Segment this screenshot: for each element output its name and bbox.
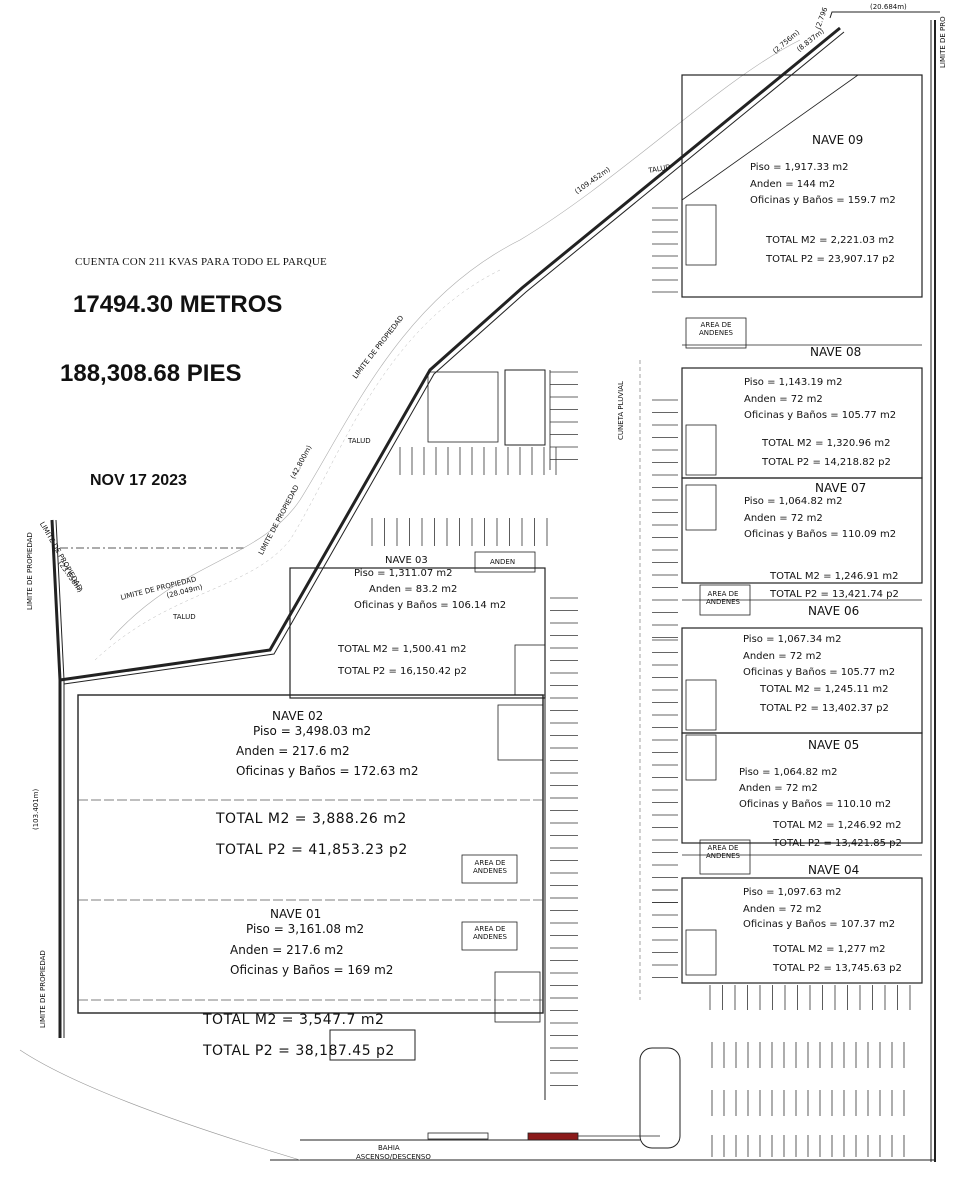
nave-total-m2: TOTAL M2 = 3,547.7 m2 [203, 1012, 385, 1028]
nave-oficinas: Oficinas y Baños = 169 m2 [230, 963, 394, 977]
cuneta-label: CUNETA PLUVIAL [617, 381, 625, 440]
nave-title: NAVE 05 [808, 738, 860, 752]
property-boundary-line [50, 519, 62, 1038]
label-line: AREA DE [707, 590, 739, 598]
nave-oficinas: Oficinas y Baños = 105.77 m2 [744, 410, 897, 421]
nave-total-m2: TOTAL M2 = 1,320.96 m2 [762, 438, 891, 449]
nave-total-m2: TOTAL M2 = 3,888.26 m2 [216, 811, 407, 827]
kva-note: CUENTA CON 211 KVAS PARA TODO EL PARQUE [75, 256, 327, 268]
nave-total-p2: TOTAL P2 = 41,853.23 p2 [216, 842, 408, 858]
nave-total-p2: TOTAL P2 = 38,187.45 p2 [203, 1043, 395, 1059]
nave-total-p2: TOTAL P2 = 23,907.17 p2 [766, 254, 895, 265]
label-line: AREA DE [474, 859, 506, 867]
nave-anden: Anden = 72 m2 [743, 904, 822, 915]
nave-anden: Anden = 217.6 m2 [230, 943, 344, 957]
nave-oficinas: Oficinas y Baños = 107.37 m2 [743, 919, 896, 930]
nave-total-p2: TOTAL P2 = 16,150.42 p2 [338, 666, 467, 677]
label-line: ANDENES [706, 851, 740, 860]
nave-total-p2: TOTAL P2 = 13,421.74 p2 [770, 589, 899, 600]
anden-label: ANDEN [490, 558, 516, 566]
nave-total-p2: TOTAL P2 = 13,402.37 p2 [760, 703, 889, 714]
area-feet-title: 188,308.68 PIES [60, 360, 242, 387]
nave-anden: Anden = 144 m2 [750, 179, 836, 190]
label-line: ANDENES [473, 866, 507, 875]
nave-piso: Piso = 3,161.08 m2 [246, 922, 365, 936]
nave-piso: Piso = 1,917.33 m2 [750, 162, 849, 173]
nave-title: NAVE 06 [808, 604, 860, 618]
nave-total-p2: TOTAL P2 = 14,218.82 p2 [762, 457, 891, 468]
nave-total-p2: TOTAL P2 = 13,421.85 p2 [773, 838, 902, 849]
nave-title: NAVE 03 [385, 555, 428, 566]
label-line: AREA DE [707, 844, 739, 852]
nave-title: NAVE 04 [808, 863, 860, 877]
nave-anden: Anden = 72 m2 [744, 394, 823, 405]
nave-piso: Piso = 1,064.82 m2 [744, 496, 843, 507]
nave-piso: Piso = 1,311.07 m2 [354, 568, 453, 579]
nave-oficinas: Oficinas y Baños = 105.77 m2 [743, 667, 896, 678]
nave-total-m2: TOTAL M2 = 2,221.03 m2 [766, 235, 895, 246]
nave-total-m2: TOTAL M2 = 1,277 m2 [773, 944, 886, 955]
nave-anden: Anden = 72 m2 [744, 513, 823, 524]
label-line: ANDENES [699, 328, 733, 337]
dimension-label: (20.684m) [870, 3, 907, 11]
nave-title: NAVE 01 [270, 907, 322, 921]
nave-total-m2: TOTAL M2 = 1,245.11 m2 [760, 684, 889, 695]
nave-anden: Anden = 217.6 m2 [236, 744, 350, 758]
nave-oficinas: Oficinas y Baños = 159.7 m2 [750, 195, 896, 206]
area-meters-title: 17494.30 METROS [73, 291, 283, 318]
property-limit-label: LIMITE DE PROPIEDAD [26, 532, 34, 610]
dimension-label: (103.401m) [32, 788, 40, 830]
property-limit-label: LIMITE DE PRO [939, 16, 947, 68]
nave-piso: Piso = 1,067.34 m2 [743, 634, 842, 645]
nave-title: NAVE 02 [272, 709, 324, 723]
talud-label: TALUD [348, 437, 371, 445]
label-line: ANDENES [473, 932, 507, 941]
nave-oficinas: Oficinas y Baños = 110.09 m2 [744, 529, 897, 540]
nave-total-m2: TOTAL M2 = 1,246.91 m2 [770, 571, 899, 582]
label-line: ANDENES [706, 597, 740, 606]
nave-piso: Piso = 1,064.82 m2 [739, 767, 838, 778]
bahia-label: ASCENSO/DESCENSO [356, 1153, 431, 1161]
property-limit-label: LIMITE DE PROPIEDAD [39, 950, 47, 1028]
nave-oficinas: Oficinas y Baños = 172.63 m2 [236, 764, 419, 778]
nave-oficinas: Oficinas y Baños = 110.10 m2 [739, 799, 892, 810]
nave-anden: Anden = 72 m2 [739, 783, 818, 794]
nave-total-m2: TOTAL M2 = 1,500.41 m2 [338, 644, 467, 655]
nave-piso: Piso = 1,097.63 m2 [743, 887, 842, 898]
bahia-label: BAHIA [378, 1144, 400, 1152]
nave-oficinas: Oficinas y Baños = 106.14 m2 [354, 600, 507, 611]
nave-anden: Anden = 72 m2 [743, 651, 822, 662]
nave-piso: Piso = 1,143.19 m2 [744, 377, 843, 388]
nave-anden: Anden = 83.2 m2 [369, 584, 458, 595]
talud-label: TALUD [173, 613, 196, 621]
nave-title: NAVE 07 [815, 481, 867, 495]
nave-title: NAVE 08 [810, 345, 862, 359]
label-line: AREA DE [474, 925, 506, 933]
nave-piso: Piso = 3,498.03 m2 [253, 724, 372, 738]
label-line: AREA DE [700, 321, 732, 329]
property-boundary-line [59, 26, 841, 682]
nave-title: NAVE 09 [812, 133, 864, 147]
plan-date: NOV 17 2023 [90, 472, 187, 489]
nave-total-m2: TOTAL M2 = 1,246.92 m2 [773, 820, 902, 831]
nave-total-p2: TOTAL P2 = 13,745.63 p2 [773, 963, 902, 974]
